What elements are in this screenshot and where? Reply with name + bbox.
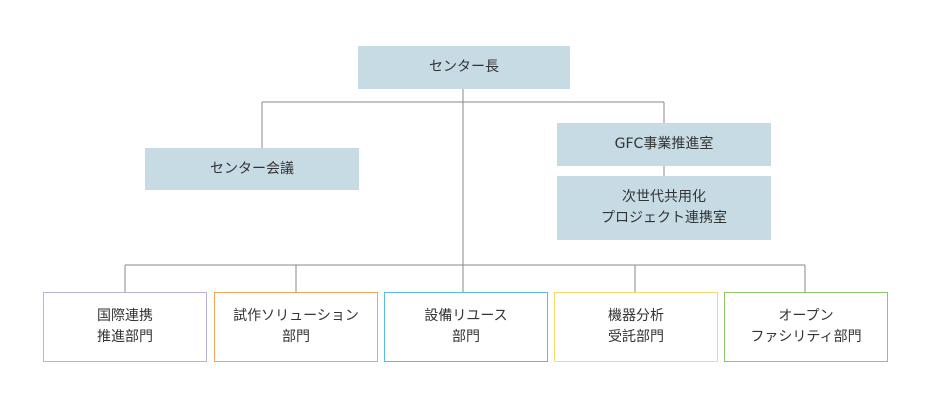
department-label-line1: 設備リユース	[424, 308, 508, 324]
council-box: センター会議	[145, 148, 359, 190]
director-box: センター長	[358, 46, 570, 89]
department-label-line1: 国際連携	[97, 308, 153, 324]
department-box-open-facility: オープン ファシリティ部門	[724, 292, 888, 362]
gfc-office-box: GFC事業推進室	[557, 123, 771, 166]
department-label-line2: 部門	[452, 329, 480, 345]
department-label-line1: オープン	[778, 308, 834, 324]
council-label: センター会議	[210, 160, 294, 177]
department-label-line2: 推進部門	[97, 329, 153, 345]
department-label-line2: 部門	[282, 329, 310, 345]
department-label-line2: ファシリティ部門	[750, 329, 862, 345]
next-gen-office-label-line1: 次世代共用化	[622, 189, 706, 205]
department-label-line2: 受託部門	[608, 329, 664, 345]
department-label-line1: 試作ソリューション	[233, 308, 359, 324]
department-box-instrument-analysis: 機器分析 受託部門	[554, 292, 718, 362]
department-label-line1: 機器分析	[608, 308, 664, 324]
gfc-office-label: GFC事業推進室	[614, 136, 714, 152]
department-box-international: 国際連携 推進部門	[43, 292, 207, 362]
director-label: センター長	[429, 59, 499, 75]
department-box-prototype: 試作ソリューション 部門	[214, 292, 378, 362]
next-gen-office-box: 次世代共用化 プロジェクト連携室	[557, 176, 771, 240]
next-gen-office-label-line2: プロジェクト連携室	[601, 210, 727, 226]
department-box-equipment-reuse: 設備リユース 部門	[384, 292, 548, 362]
